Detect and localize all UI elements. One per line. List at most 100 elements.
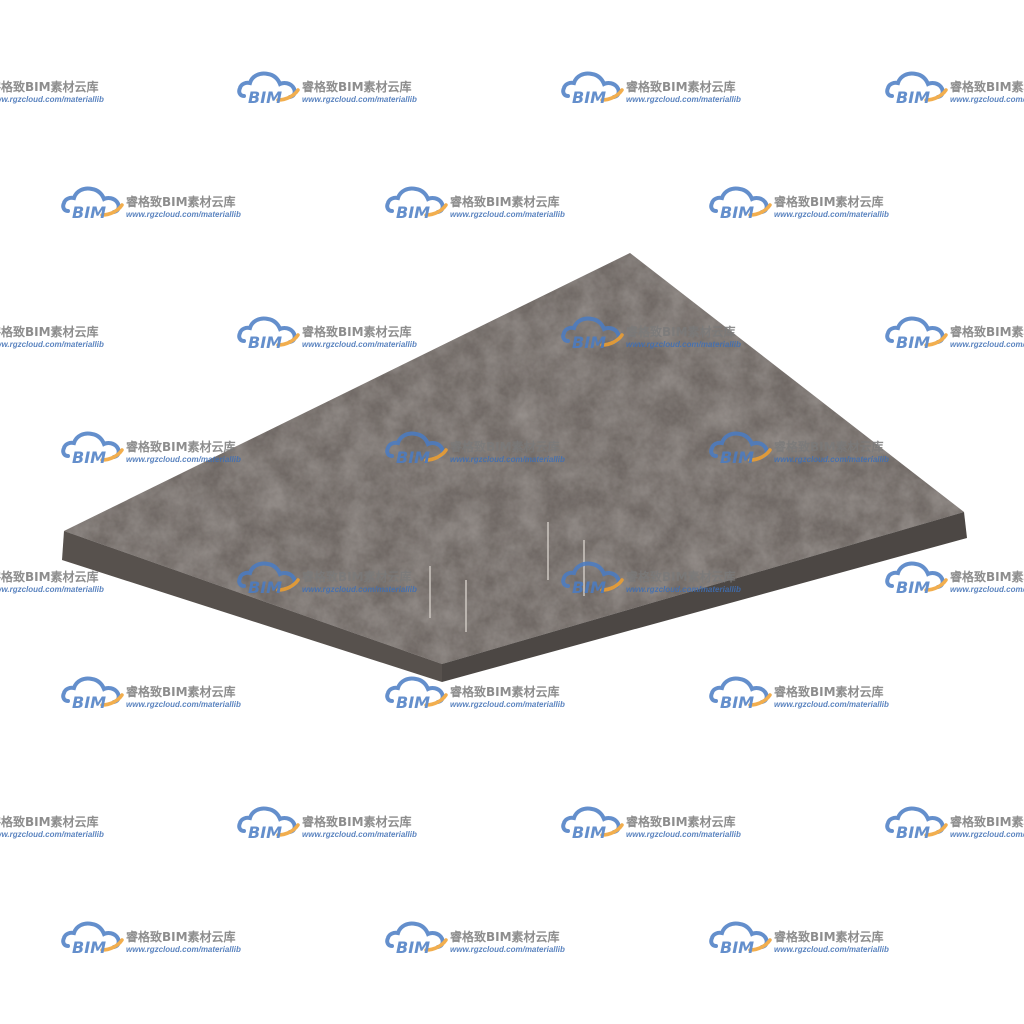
watermark-url: www.rgzcloud.com/materiallib: [626, 830, 741, 839]
watermark-url: www.rgzcloud.com/materiallib: [0, 95, 104, 104]
watermark-title: 睿格致BIM素材云库: [126, 439, 236, 454]
watermark-url: www.rgzcloud.com/materiallib: [950, 95, 1024, 104]
slab-edge-front-right: [442, 512, 967, 682]
watermark-url: www.rgzcloud.com/materiallib: [302, 340, 417, 349]
watermark-title: 睿格致BIM素材云库: [302, 79, 412, 94]
watermark-url: www.rgzcloud.com/materiallib: [126, 455, 241, 464]
watermark-title: 睿格致BIM素材云库: [774, 194, 884, 209]
logo-swoosh: [276, 88, 300, 102]
logo-text: BIM: [896, 333, 930, 352]
cloud-icon: [885, 561, 945, 589]
logo-text: BIM: [72, 448, 106, 467]
logo-text: BIM: [720, 938, 754, 957]
watermark-url: www.rgzcloud.com/materiallib: [0, 585, 104, 594]
cloud-icon: [61, 431, 121, 459]
logo-swoosh: [276, 823, 300, 837]
logo-text: BIM: [72, 693, 106, 712]
watermark-title: 睿格致BIM素材云库: [0, 569, 99, 584]
watermark: BIM睿格致BIM素材云库www.rgzcloud.com/materialli…: [885, 71, 1024, 107]
watermark-title: 睿格致BIM素材云库: [950, 324, 1024, 339]
watermark: BIM睿格致BIM素材云库www.rgzcloud.com/materialli…: [61, 676, 241, 712]
cloud-icon: [61, 921, 121, 949]
watermark-url: www.rgzcloud.com/materiallib: [774, 210, 889, 219]
watermark: BIM睿格致BIM素材云库www.rgzcloud.com/materialli…: [709, 921, 889, 957]
watermark-url: www.rgzcloud.com/materiallib: [774, 945, 889, 954]
cloud-icon: [561, 561, 621, 589]
logo-text: BIM: [248, 88, 282, 107]
logo-text: BIM: [720, 693, 754, 712]
watermark-url: www.rgzcloud.com/materiallib: [302, 95, 417, 104]
cloud-icon: [885, 71, 945, 99]
watermark-layer: BIM睿格致BIM素材云库www.rgzcloud.com/materialli…: [0, 71, 1024, 957]
cloud-icon: [385, 676, 445, 704]
watermark: BIM睿格致BIM素材云库www.rgzcloud.com/materialli…: [385, 676, 565, 712]
slab-top-grain: [64, 253, 964, 664]
logo-swoosh: [924, 578, 948, 592]
watermark: BIM睿格致BIM素材云库www.rgzcloud.com/materialli…: [237, 561, 417, 597]
cloud-icon: [709, 431, 769, 459]
logo-text: BIM: [572, 333, 606, 352]
watermark-url: www.rgzcloud.com/materiallib: [450, 945, 565, 954]
logo-text: BIM: [896, 823, 930, 842]
logo-text: BIM: [896, 578, 930, 597]
watermark-url: www.rgzcloud.com/materiallib: [302, 585, 417, 594]
watermark-title: 睿格致BIM素材云库: [450, 684, 560, 699]
logo-swoosh: [100, 203, 124, 217]
logo-swoosh: [600, 578, 624, 592]
cloud-icon: [237, 71, 297, 99]
watermark: BIM睿格致BIM素材云库www.rgzcloud.com/materialli…: [61, 186, 241, 222]
cloud-icon: [61, 186, 121, 214]
watermark-title: 睿格致BIM素材云库: [450, 194, 560, 209]
watermark-title: 睿格致BIM素材云库: [950, 814, 1024, 829]
watermark: BIM睿格致BIM素材云库www.rgzcloud.com/materialli…: [709, 431, 889, 467]
watermark: BIM 睿格致BIM素材云库www.rgzcloud.com/materialli…: [885, 806, 1024, 842]
watermark-url: www.rgzcloud.com/materiallib: [450, 455, 565, 464]
watermark: BIM 睿格致BIM素材云库www.rgzcloud.com/materialli…: [61, 921, 241, 957]
watermark-url: www.rgzcloud.com/materiallib: [626, 95, 741, 104]
watermark-url: www.rgzcloud.com/materiallib: [950, 830, 1024, 839]
watermark-url: www.rgzcloud.com/materiallib: [0, 830, 104, 839]
logo-swoosh: [924, 88, 948, 102]
logo-text: BIM: [248, 333, 282, 352]
logo-text: BIM: [396, 938, 430, 957]
cloud-icon: [237, 561, 297, 589]
watermark: BIM睿格致BIM素材云库www.rgzcloud.com/materialli…: [0, 324, 104, 349]
cloud-icon: [561, 316, 621, 344]
watermark: BIM睿格致BIM素材云库www.rgzcloud.com/materialli…: [709, 676, 889, 712]
cloud-icon: [709, 676, 769, 704]
watermark: BIM睿格致BIM素材云库www.rgzcloud.com/materialli…: [885, 561, 1024, 597]
watermark-title: 睿格致BIM素材云库: [0, 324, 99, 339]
rebar-marks: [429, 522, 585, 632]
logo-swoosh: [748, 203, 772, 217]
logo-swoosh: [600, 88, 624, 102]
watermark-title: 睿格致BIM素材云库: [126, 929, 236, 944]
logo-swoosh: [424, 693, 448, 707]
watermark-title: 睿格致BIM素材云库: [774, 439, 884, 454]
logo-text: BIM: [896, 88, 930, 107]
watermark-url: www.rgzcloud.com/materiallib: [626, 585, 741, 594]
cloud-icon: [385, 431, 445, 459]
watermark-url: www.rgzcloud.com/materiallib: [626, 340, 741, 349]
watermark: BIM睿格致BIM素材云库www.rgzcloud.com/materialli…: [0, 814, 104, 839]
watermark-title: 睿格致BIM素材云库: [0, 814, 99, 829]
watermark-url: www.rgzcloud.com/materiallib: [774, 455, 889, 464]
logo-text: BIM: [72, 203, 106, 222]
logo-text: BIM: [396, 693, 430, 712]
cloud-icon: [709, 186, 769, 214]
cloud-icon: [885, 316, 945, 344]
watermark-title: 睿格致BIM素材云库: [302, 324, 412, 339]
cloud-icon: [885, 806, 945, 834]
watermark: BIM睿格致BIM素材云库www.rgzcloud.com/materialli…: [709, 186, 889, 222]
watermark-url: www.rgzcloud.com/materiallib: [950, 340, 1024, 349]
watermark-title: 睿格致BIM素材云库: [0, 79, 99, 94]
watermark-url: www.rgzcloud.com/materiallib: [126, 945, 241, 954]
watermark-url: www.rgzcloud.com/materiallib: [302, 830, 417, 839]
logo-swoosh: [748, 693, 772, 707]
watermark-url: www.rgzcloud.com/materiallib: [126, 700, 241, 709]
cloud-icon: [237, 316, 297, 344]
cloud-icon: [237, 806, 297, 834]
logo-swoosh: [924, 823, 948, 837]
watermark-title: 睿格致BIM素材云库: [450, 929, 560, 944]
watermark: BIM 睿格致BIM素材云库www.rgzcloud.com/materialli…: [885, 316, 1024, 352]
logo-text: BIM: [72, 938, 106, 957]
